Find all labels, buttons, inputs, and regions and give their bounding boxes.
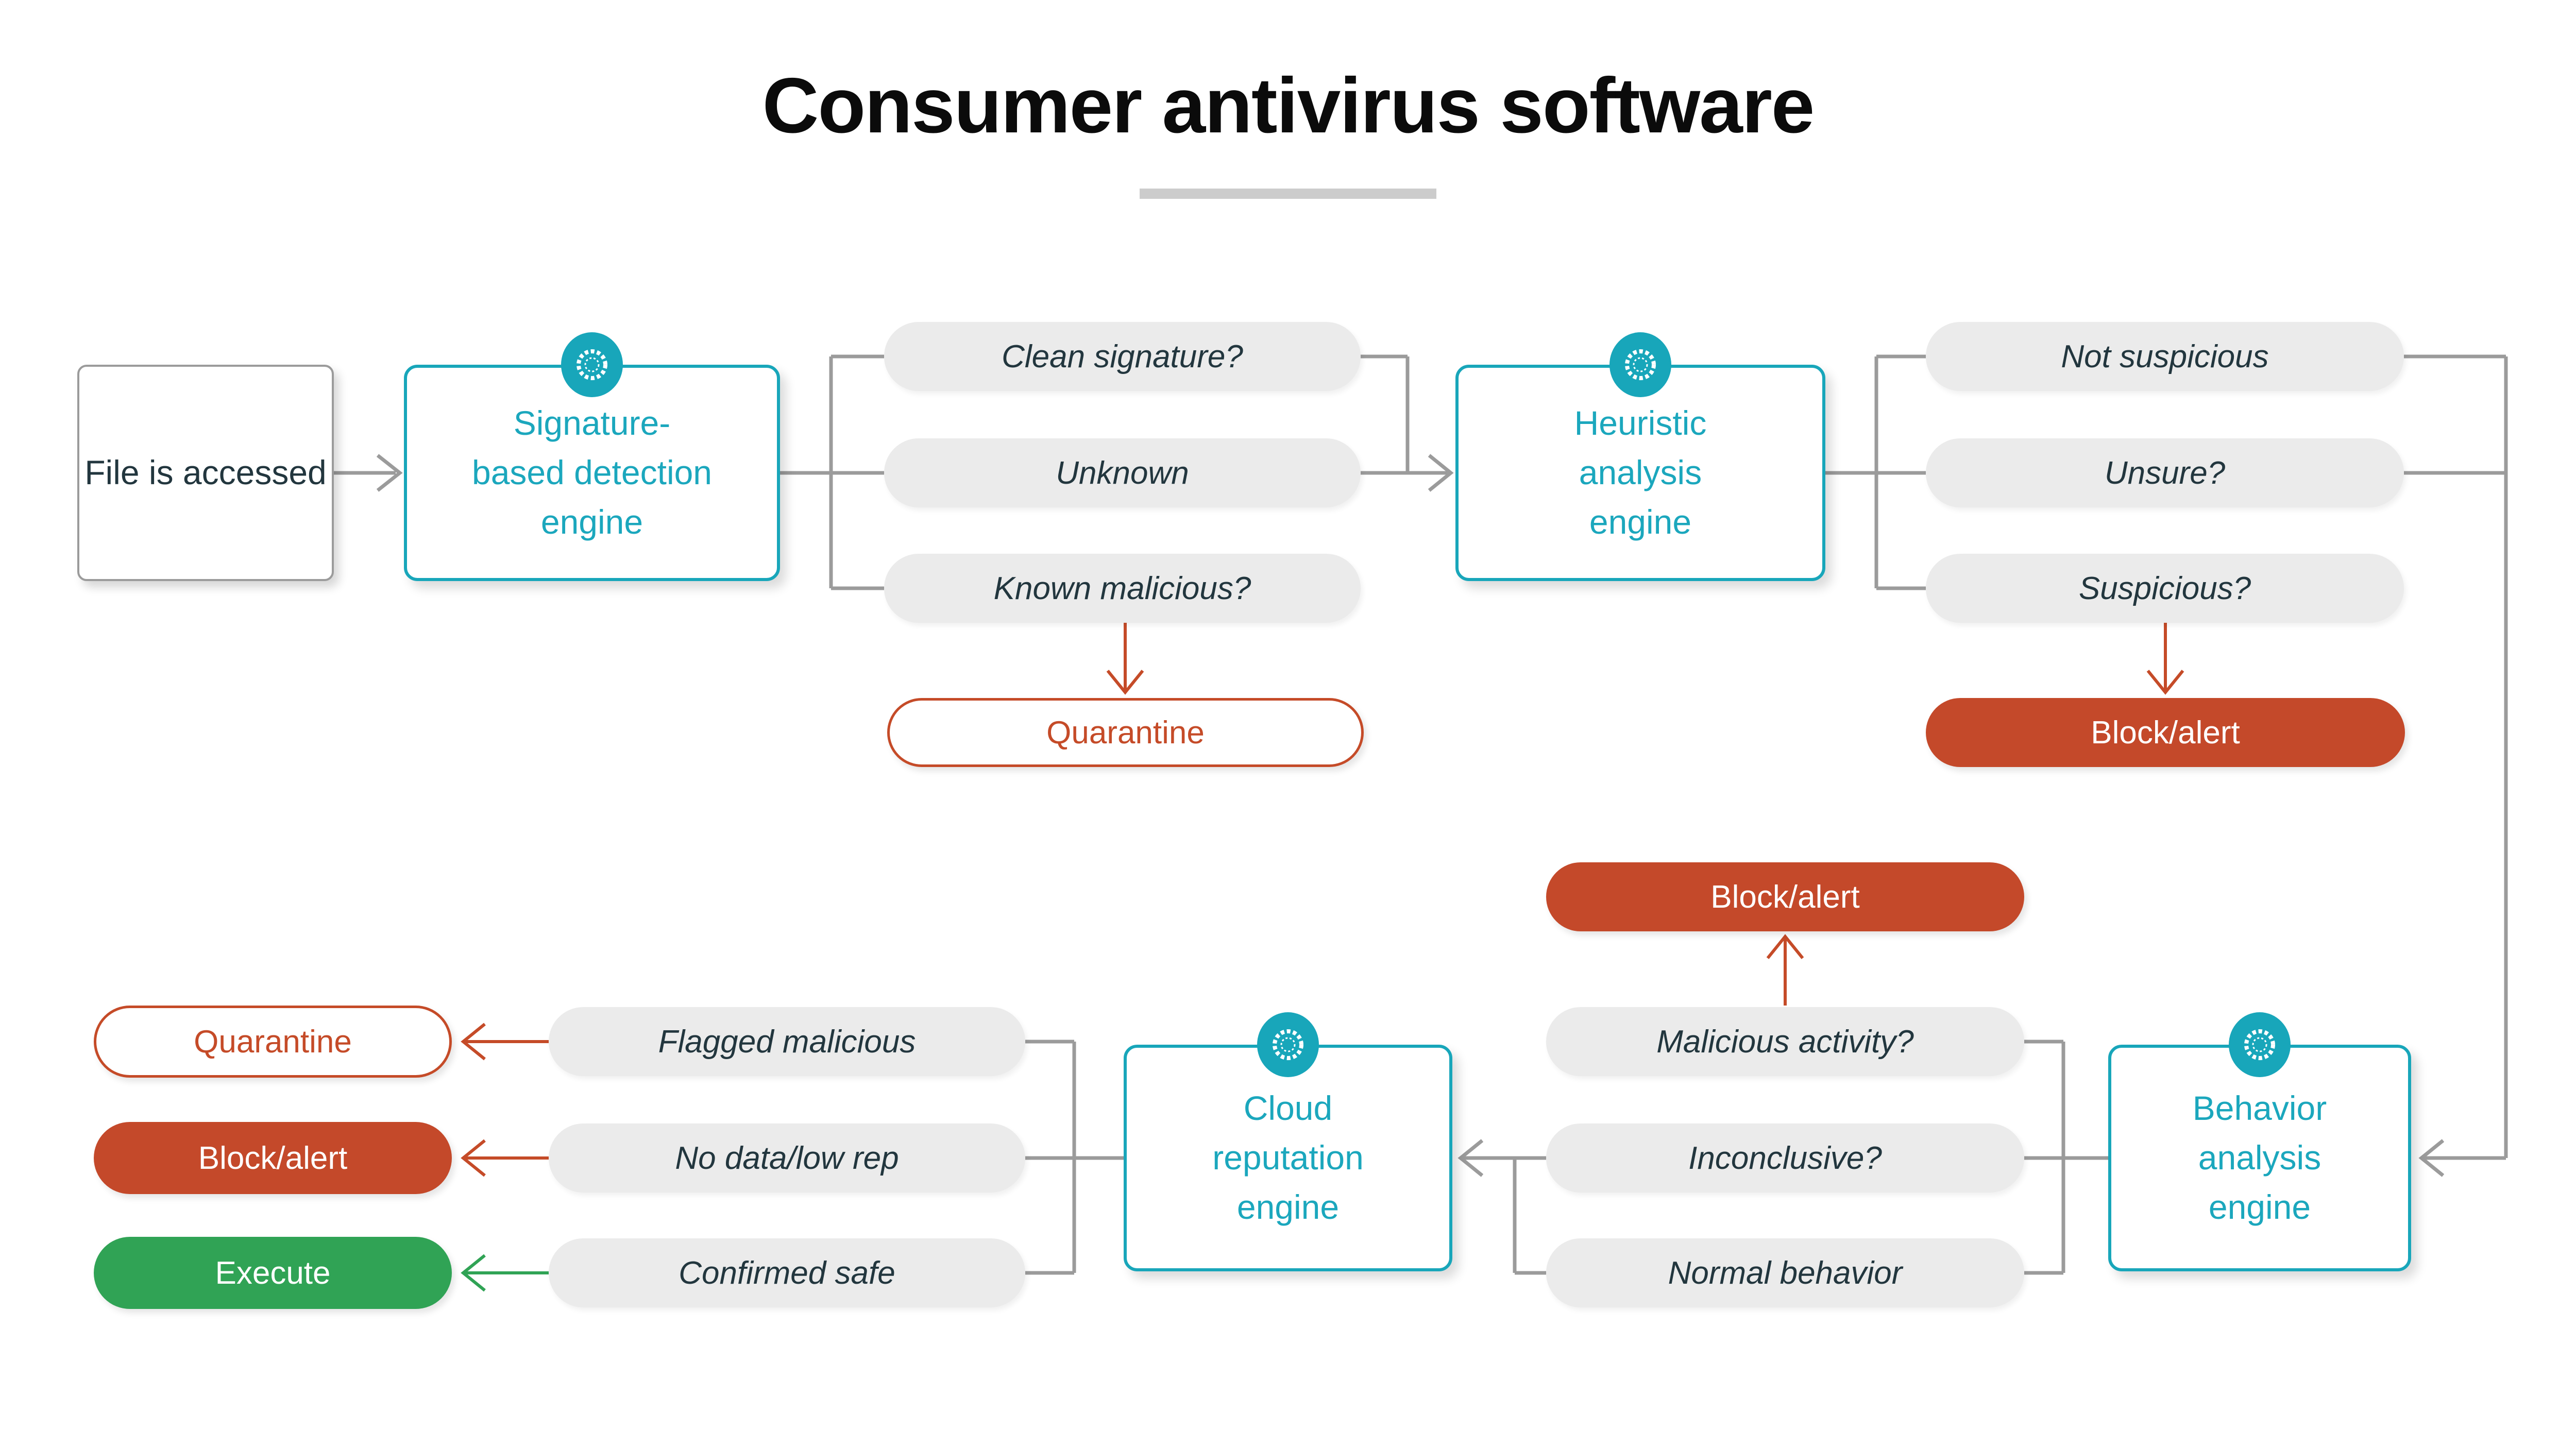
cloud-engine-label: Cloud reputation engine xyxy=(1212,1089,1364,1226)
outcome-quarantine-signature: Quarantine xyxy=(887,698,1364,767)
outcome-quarantine-cloud: Quarantine xyxy=(94,1006,452,1078)
branch-clean-signature: Clean signature? xyxy=(884,322,1361,391)
signature-engine-node: Signature- based detection engine xyxy=(404,365,780,581)
outcome-block-behavior: Block/alert xyxy=(1546,862,2024,931)
branch-normal-behavior: Normal behavior xyxy=(1546,1238,2024,1307)
gear-icon xyxy=(1257,1012,1319,1077)
branch-flagged-malicious: Flagged malicious xyxy=(549,1007,1025,1076)
outcome-block-heuristic: Block/alert xyxy=(1926,698,2405,767)
file-accessed-node: File is accessed xyxy=(77,365,334,581)
branch-suspicious: Suspicious? xyxy=(1926,554,2404,623)
cloud-engine-node: Cloud reputation engine xyxy=(1124,1045,1452,1271)
gear-icon xyxy=(1609,332,1671,397)
branch-malicious-activity: Malicious activity? xyxy=(1546,1007,2024,1076)
branch-known-malicious: Known malicious? xyxy=(884,554,1361,623)
title-underline xyxy=(1140,189,1436,199)
branch-not-suspicious: Not suspicious xyxy=(1926,322,2404,391)
behavior-engine-node: Behavior analysis engine xyxy=(2108,1045,2411,1271)
branch-confirmed-safe: Confirmed safe xyxy=(549,1238,1025,1307)
green-connectors xyxy=(461,1254,549,1292)
heuristic-engine-label: Heuristic analysis engine xyxy=(1574,404,1707,541)
heuristic-engine-node: Heuristic analysis engine xyxy=(1455,365,1825,581)
gear-icon xyxy=(2229,1012,2291,1077)
branch-unsure: Unsure? xyxy=(1926,438,2404,507)
branch-inconclusive: Inconclusive? xyxy=(1546,1123,2024,1193)
behavior-engine-label: Behavior analysis engine xyxy=(2192,1089,2327,1226)
file-accessed-label: File is accessed xyxy=(84,453,327,492)
page-title: Consumer antivirus software xyxy=(762,61,1815,149)
branch-unknown: Unknown xyxy=(884,438,1361,507)
branch-no-data-low-rep: No data/low rep xyxy=(549,1123,1025,1193)
gear-icon xyxy=(561,332,623,397)
outcome-block-cloud: Block/alert xyxy=(94,1122,452,1194)
signature-engine-label: Signature- based detection engine xyxy=(471,404,713,541)
outcome-execute: Execute xyxy=(94,1237,452,1309)
